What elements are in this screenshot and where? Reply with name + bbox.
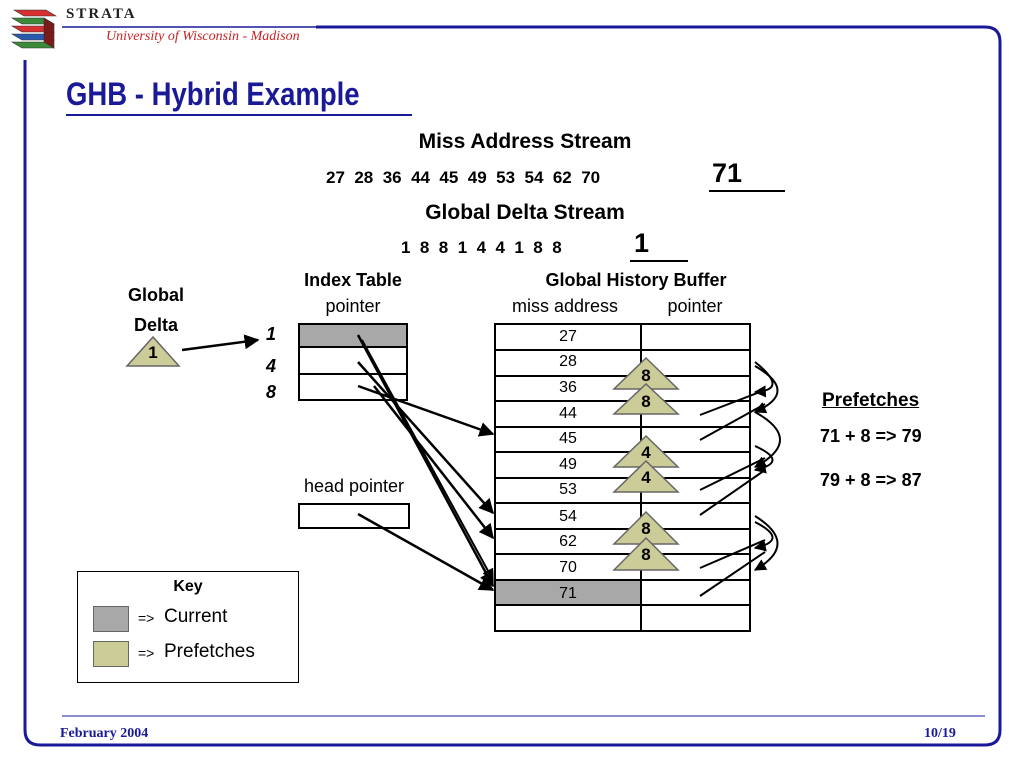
- ghb-delta-value: 8: [641, 519, 651, 538]
- key-current-label: Current: [164, 606, 228, 627]
- prefetch-line-2: 79 + 8 => 87: [820, 470, 922, 490]
- index-table-title: Index Table: [304, 270, 402, 290]
- prefetch-curve: [753, 411, 781, 468]
- ghb-row-line: [496, 375, 749, 377]
- ghb-row-line: [496, 604, 749, 606]
- key-box: Key => Current => Prefetches: [77, 571, 299, 683]
- index-entry-4: [298, 348, 408, 375]
- ghb-address-current: 71: [559, 585, 577, 602]
- delta-stream-title: Global Delta Stream: [425, 201, 625, 224]
- ghb-delta-value: 4: [641, 443, 651, 462]
- logo-subtitle: University of Wisconsin - Madison: [106, 29, 300, 44]
- ghb-address: 44: [559, 405, 577, 422]
- global-delta-triangle: [125, 335, 181, 367]
- ghb-link: [699, 457, 766, 491]
- ghb-delta-value: 8: [641, 545, 651, 564]
- ghb-link: [699, 551, 766, 597]
- footer-date: February 2004: [60, 726, 149, 741]
- ghb-title: Global History Buffer: [545, 270, 727, 290]
- title-underline: [66, 114, 412, 116]
- ghb-row-line: [496, 528, 749, 530]
- ghb-address: 70: [559, 559, 577, 576]
- prefetch-line-1: 71 + 8 => 79: [820, 426, 922, 446]
- delta-to-index-arrow: [181, 334, 260, 352]
- global-delta-value: 1: [148, 343, 158, 362]
- miss-stream-blank: [709, 190, 785, 192]
- index-entry-1: [298, 323, 408, 348]
- global-delta-label-line2: Delta: [133, 315, 178, 335]
- key-prefetch-arrow: =>: [138, 645, 155, 661]
- ghb-row-line: [496, 477, 749, 479]
- frame-border: [23, 25, 1002, 747]
- prefetch-curve: [753, 361, 774, 398]
- ghb-delta-value: 4: [641, 468, 651, 487]
- index-1-pointer-b: [361, 339, 494, 582]
- index-table-col-header: pointer: [325, 296, 381, 316]
- footer-page: 10/19: [924, 726, 956, 741]
- ghb-address: 45: [559, 430, 577, 447]
- ghb-row-line: [496, 502, 749, 504]
- index-1-pointer: [356, 334, 495, 588]
- index-key-1: 1: [266, 324, 277, 344]
- miss-stream-current: 71: [712, 158, 743, 188]
- index-key-4: 4: [266, 356, 277, 376]
- ghb-address: 49: [559, 456, 577, 473]
- ghb-row-line: [496, 579, 749, 581]
- prefetch-title: Prefetches: [822, 390, 920, 411]
- ghb-row-line: [496, 426, 749, 428]
- delta-stream-values: 1 8 8 1 4 4 1 8 8: [401, 238, 562, 257]
- strata-logo-icon: [10, 9, 58, 49]
- delta-stream-blank: [630, 260, 688, 262]
- ghb-delta-value: 8: [641, 366, 651, 385]
- index-4-pointer: [357, 361, 494, 515]
- key-title: Key: [173, 578, 203, 595]
- prefetch-curve: [753, 365, 779, 414]
- ghb-link: [699, 403, 766, 441]
- ghb-link: [699, 539, 766, 569]
- key-prefetch-swatch: [93, 641, 129, 667]
- head-pointer-cell: [298, 503, 410, 529]
- index-8-pointer-b: [373, 385, 494, 540]
- global-delta-label-line1: Global: [127, 285, 184, 305]
- ghb-link: [699, 469, 766, 516]
- key-prefetch-label: Prefetches: [164, 641, 255, 662]
- global-delta-label: Global Delta: [108, 280, 204, 340]
- prefetch-curve: [753, 445, 774, 474]
- ghb-address: 28: [559, 353, 577, 370]
- delta-stream-current: 1: [634, 228, 650, 258]
- ghb-delta-triangle: [612, 459, 680, 493]
- ghb-col-pointer: pointer: [667, 296, 723, 316]
- ghb-current-highlight: [496, 580, 640, 605]
- ghb-col-address: miss address: [511, 296, 619, 316]
- ghb-delta-value: 8: [641, 392, 651, 411]
- ghb-row-line: [496, 451, 749, 453]
- ghb-address: 36: [559, 379, 577, 396]
- prefetch-curve: [753, 521, 774, 552]
- ghb-address: 53: [559, 481, 577, 498]
- key-current-arrow: =>: [138, 610, 155, 626]
- ghb-address: 54: [559, 508, 577, 525]
- ghb-delta-triangle: [612, 536, 680, 571]
- head-pointer-arrow: [357, 512, 495, 592]
- miss-stream-title: Miss Address Stream: [418, 130, 632, 153]
- prefetch-curve: [753, 515, 779, 571]
- miss-stream-values: 27 28 36 44 45 49 53 54 62 70: [326, 168, 601, 187]
- ghb-row-line: [496, 553, 749, 555]
- ghb-table: [494, 323, 751, 632]
- head-pointer-label: head pointer: [303, 476, 405, 496]
- ghb-address: 27: [559, 328, 577, 345]
- ghb-row-line: [496, 349, 749, 351]
- index-key-8: 8: [266, 382, 277, 402]
- page-title: GHB - Hybrid Example: [66, 76, 360, 112]
- index-entry-8: [298, 375, 408, 401]
- ghb-row-line: [496, 400, 749, 402]
- logo-title: STRATA: [66, 6, 137, 22]
- ghb-address: 62: [559, 533, 577, 550]
- ghb-delta-triangle: [612, 382, 680, 415]
- key-current-swatch: [93, 606, 129, 632]
